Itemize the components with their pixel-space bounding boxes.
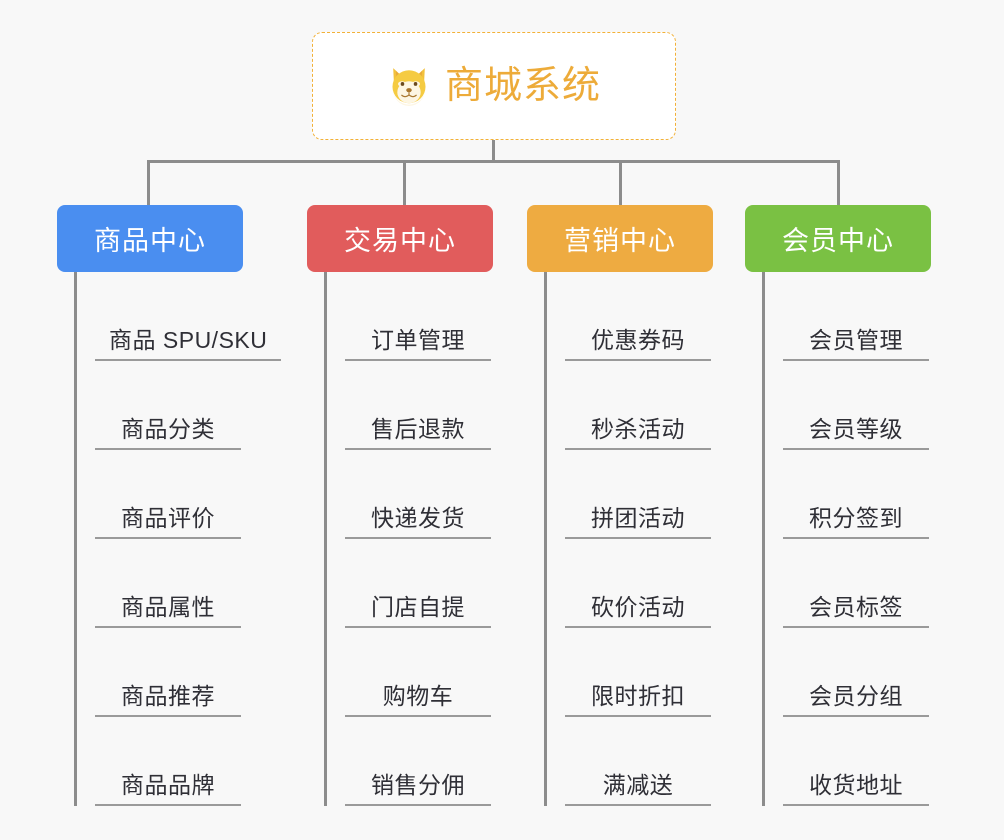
leaf-item-label: 购物车	[345, 683, 491, 717]
category-header[interactable]: 营销中心	[527, 205, 713, 272]
leaf-item[interactable]: 商品品牌	[95, 717, 317, 806]
leaf-item-label: 会员分组	[783, 683, 929, 717]
leaf-item-label: 秒杀活动	[565, 416, 711, 450]
leaf-item-label: 收货地址	[783, 772, 929, 806]
category-column-2: 交易中心订单管理售后退款快递发货门店自提购物车销售分佣	[307, 205, 537, 806]
leaf-item[interactable]: 售后退款	[345, 361, 537, 450]
leaf-item-label: 商品分类	[95, 416, 241, 450]
leaf-item-label: 积分签到	[783, 505, 929, 539]
leaf-item[interactable]: 拼团活动	[565, 450, 757, 539]
leaf-item[interactable]: 秒杀活动	[565, 361, 757, 450]
leaf-item-label: 会员等级	[783, 416, 929, 450]
category-header-label: 营销中心	[564, 226, 676, 256]
leaf-list: 会员管理会员等级积分签到会员标签会员分组收货地址	[762, 272, 975, 806]
leaf-list: 订单管理售后退款快递发货门店自提购物车销售分佣	[324, 272, 537, 806]
connector-drop-3	[619, 160, 622, 206]
leaf-item[interactable]: 满减送	[565, 717, 757, 806]
leaf-item-label: 快递发货	[345, 505, 491, 539]
connector-drop-4	[837, 160, 840, 206]
leaf-item-label: 满减送	[565, 772, 711, 806]
connector-root-stem	[492, 140, 495, 162]
leaf-item[interactable]: 优惠券码	[565, 272, 757, 361]
leaf-item[interactable]: 收货地址	[783, 717, 975, 806]
leaf-item[interactable]: 商品推荐	[95, 628, 317, 717]
leaf-item-label: 优惠券码	[565, 327, 711, 361]
leaf-item[interactable]: 砍价活动	[565, 539, 757, 628]
category-header[interactable]: 商品中心	[57, 205, 243, 272]
leaf-item[interactable]: 订单管理	[345, 272, 537, 361]
category-header-label: 会员中心	[782, 226, 894, 256]
leaf-item-label: 会员管理	[783, 327, 929, 361]
leaf-item[interactable]: 门店自提	[345, 539, 537, 628]
leaf-item-label: 商品品牌	[95, 772, 241, 806]
leaf-item-label: 限时折扣	[565, 683, 711, 717]
leaf-item-label: 商品 SPU/SKU	[95, 327, 282, 361]
category-column-3: 营销中心优惠券码秒杀活动拼团活动砍价活动限时折扣满减送	[527, 205, 757, 806]
leaf-item[interactable]: 会员分组	[783, 628, 975, 717]
leaf-item-label: 商品属性	[95, 594, 241, 628]
connector-drop-1	[147, 160, 150, 206]
root-node[interactable]: 商城系统	[312, 32, 676, 140]
leaf-item-label: 会员标签	[783, 594, 929, 628]
shiba-dog-face-icon	[392, 68, 426, 106]
leaf-item-label: 门店自提	[345, 594, 491, 628]
leaf-list: 商品 SPU/SKU 商品分类商品评价商品属性商品推荐商品品牌	[74, 272, 317, 806]
leaf-item[interactable]: 会员管理	[783, 272, 975, 361]
leaf-item[interactable]: 积分签到	[783, 450, 975, 539]
root-title: 商城系统	[444, 65, 601, 107]
category-header-label: 商品中心	[94, 226, 206, 256]
leaf-item-label: 拼团活动	[565, 505, 711, 539]
leaf-item[interactable]: 销售分佣	[345, 717, 537, 806]
leaf-item-label: 商品评价	[95, 505, 241, 539]
leaf-item[interactable]: 会员标签	[783, 539, 975, 628]
category-header[interactable]: 交易中心	[307, 205, 493, 272]
category-header[interactable]: 会员中心	[745, 205, 931, 272]
category-header-label: 交易中心	[344, 226, 456, 256]
leaf-list: 优惠券码秒杀活动拼团活动砍价活动限时折扣满减送	[544, 272, 757, 806]
connector-bus-bar	[147, 160, 840, 163]
leaf-item[interactable]: 商品分类	[95, 361, 317, 450]
leaf-item[interactable]: 商品评价	[95, 450, 317, 539]
connector-drop-2	[403, 160, 406, 206]
leaf-item-label: 售后退款	[345, 416, 491, 450]
leaf-item-label: 销售分佣	[345, 772, 491, 806]
leaf-item[interactable]: 限时折扣	[565, 628, 757, 717]
leaf-item[interactable]: 购物车	[345, 628, 537, 717]
leaf-item[interactable]: 会员等级	[783, 361, 975, 450]
leaf-item[interactable]: 快递发货	[345, 450, 537, 539]
leaf-item[interactable]: 商品属性	[95, 539, 317, 628]
category-column-4: 会员中心会员管理会员等级积分签到会员标签会员分组收货地址	[745, 205, 975, 806]
leaf-item[interactable]: 商品 SPU/SKU	[95, 272, 317, 361]
category-column-1: 商品中心商品 SPU/SKU 商品分类商品评价商品属性商品推荐商品品牌	[57, 205, 317, 806]
leaf-item-label: 砍价活动	[565, 594, 711, 628]
leaf-item-label: 商品推荐	[95, 683, 241, 717]
leaf-item-label: 订单管理	[345, 327, 491, 361]
